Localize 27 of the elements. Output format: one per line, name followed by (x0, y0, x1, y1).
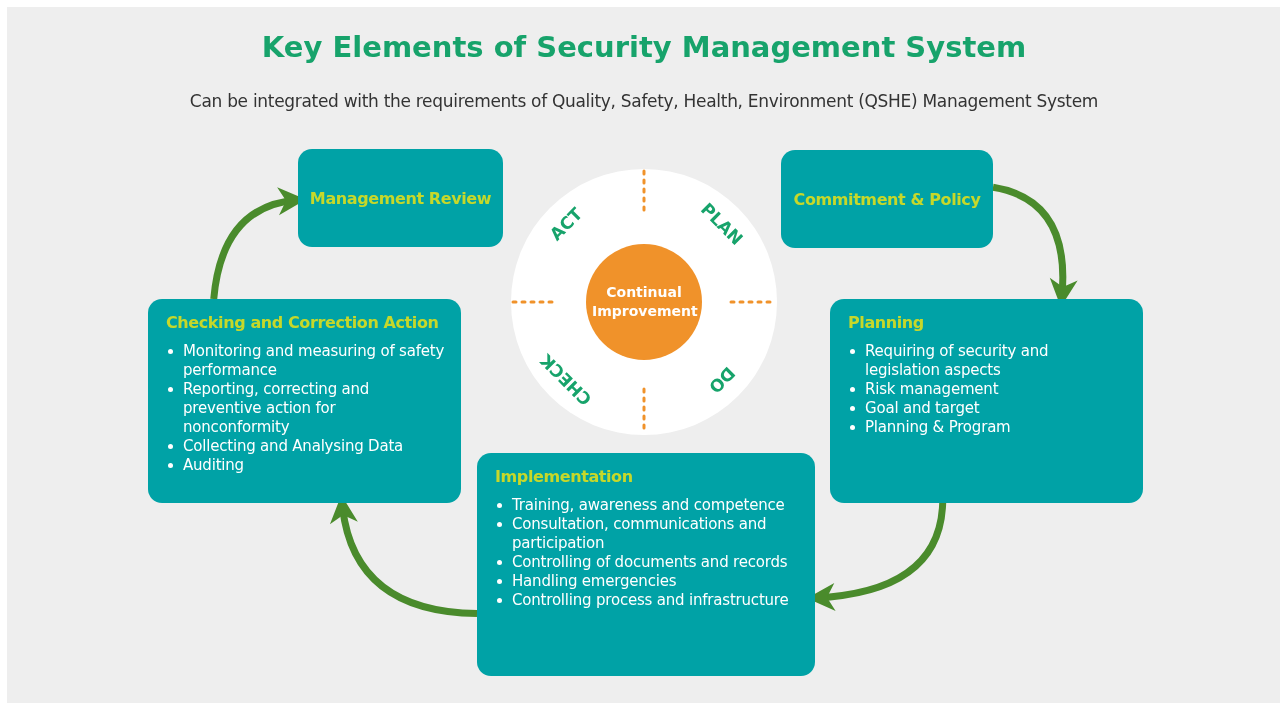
bullet-text: Controlling of documents and records (512, 553, 788, 572)
process-box (148, 299, 461, 503)
diagram-title: Key Elements of Security Management System (260, 30, 1028, 64)
bullet-text: Requiring of security and legislation aspects (865, 342, 1050, 380)
bullet-text: Reporting, correcting and preventive action for nonconformity (183, 380, 371, 437)
process-box (477, 453, 815, 676)
bullet-text: Collecting and Analysing Data (183, 437, 404, 456)
bullet-text: Handling emergencies (512, 572, 677, 591)
bullet-text: Monitoring and measuring of safety performance (183, 342, 445, 380)
process-box (781, 150, 993, 248)
bullet-text: Training, awareness and competence (512, 496, 785, 515)
box-title: Commitment & Policy (793, 189, 981, 209)
box-title: Implementation (495, 467, 634, 486)
bullet-text: Goal and target (865, 399, 980, 418)
process-box (830, 299, 1143, 503)
phase-label: DO (704, 362, 740, 398)
center-label: Continual Improvement (592, 283, 696, 321)
process-box (298, 149, 503, 247)
box-title: Checking and Correction Action (166, 313, 440, 332)
bullet-text: Auditing (183, 456, 244, 475)
box-title: Management Review (309, 188, 492, 208)
bullet-text: Planning & Program (865, 418, 1011, 437)
subtitle: Can be integrated with the requirements of Quality, Safety, Health, Environment (QSHE) Management System (188, 91, 1100, 111)
bullet-text: Controlling process and infrastructure (512, 591, 789, 610)
box-title: Planning (848, 313, 925, 332)
bullet-text: Risk management (865, 380, 999, 399)
bullet-text: Consultation, communications and participation (512, 515, 768, 553)
